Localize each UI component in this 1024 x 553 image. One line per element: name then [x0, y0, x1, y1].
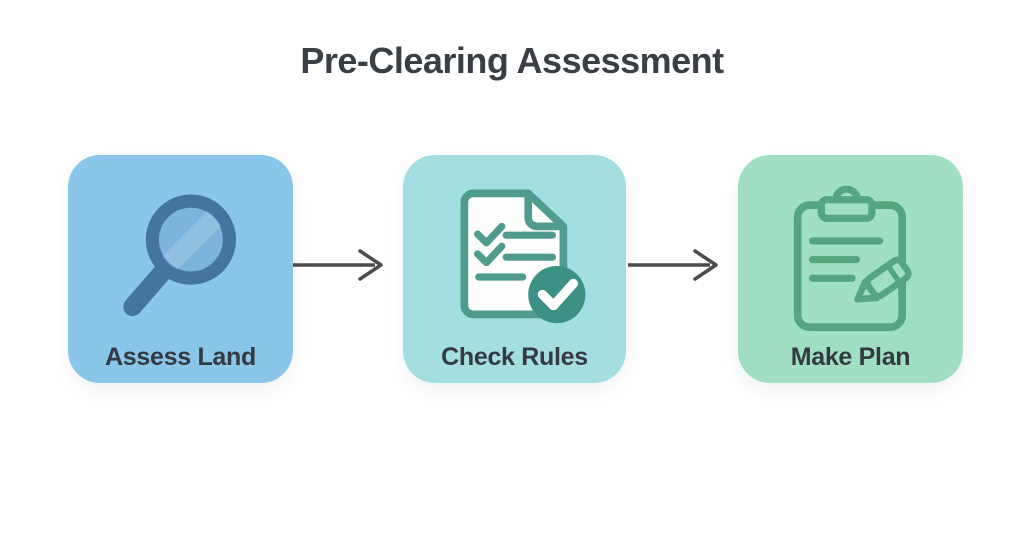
step-card-assess-land: Assess Land	[68, 155, 293, 383]
page-title: Pre-Clearing Assessment	[300, 40, 724, 81]
step-label: Check Rules	[441, 343, 588, 371]
magnifier-icon	[115, 189, 247, 321]
arrow-right-icon	[627, 245, 722, 285]
checklist-document-icon	[449, 189, 585, 324]
step-card-check-rules: Check Rules	[403, 155, 626, 383]
arrow-right-icon	[292, 245, 387, 285]
clipboard-pencil-icon	[785, 185, 917, 332]
step-label: Assess Land	[105, 343, 256, 371]
step-label: Make Plan	[790, 343, 911, 371]
step-card-make-plan: Make Plan	[738, 155, 963, 383]
